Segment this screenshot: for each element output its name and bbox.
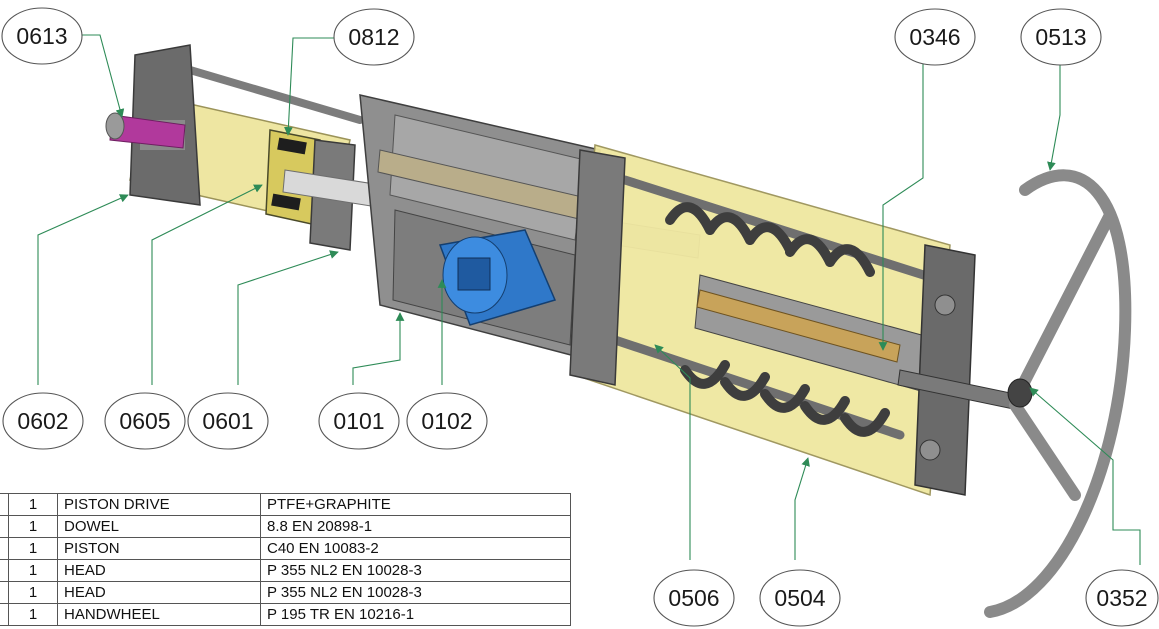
balloon-label: 0102 — [421, 408, 472, 434]
table-row: 0513 1 HANDWHEEL P 195 TR EN 10216-1 — [0, 603, 571, 626]
balloon-label: 0601 — [202, 408, 253, 434]
bom-description: DOWEL — [57, 515, 261, 538]
balloon-0506: 0506 — [653, 569, 735, 627]
balloon-0513: 0513 — [1020, 8, 1102, 66]
leader-lines — [37, 34, 1141, 565]
bom-material: C40 EN 10083-2 — [260, 537, 571, 560]
balloon-0613: 0613 — [1, 7, 83, 65]
bom-quantity: 1 — [8, 603, 58, 626]
balloon-0504: 0504 — [759, 569, 841, 627]
spring-coils — [665, 202, 890, 437]
bom-description: HEAD — [57, 581, 261, 604]
actuator-illustration — [105, 44, 1132, 618]
bom-quantity: 1 — [8, 537, 58, 560]
balloon-0601: 0601 — [187, 392, 269, 450]
bushing-0346 — [696, 289, 901, 363]
bom-material: P 195 TR EN 10216-1 — [260, 603, 571, 626]
bom-quantity: 1 — [8, 515, 58, 538]
handwheel-0513 — [984, 169, 1132, 618]
bom-quantity: 1 — [8, 493, 58, 516]
bom-description: PISTON — [57, 537, 261, 560]
table-row: 0602 1 HEAD P 355 NL2 EN 10028-3 — [0, 559, 571, 582]
bom-quantity: 1 — [8, 559, 58, 582]
balloon-0812: 0812 — [333, 8, 415, 66]
balloon-label: 0506 — [668, 585, 719, 611]
balloon-label: 0352 — [1096, 585, 1147, 611]
balloon-0352: 0352 — [1085, 569, 1159, 627]
bom-position: 0602 — [0, 559, 9, 582]
balloon-label: 0346 — [909, 24, 960, 50]
bom-description: HANDWHEEL — [57, 603, 261, 626]
bom-material: PTFE+GRAPHITE — [260, 493, 571, 516]
bom-position: 0513 — [0, 603, 9, 626]
bom-position: 0601 — [0, 581, 9, 604]
bom-position: 0812 — [0, 493, 9, 516]
end-flange — [914, 244, 976, 496]
bom-description: HEAD — [57, 559, 261, 582]
bom-position: 0613 — [0, 515, 9, 538]
bom-description: PISTON DRIVE — [57, 493, 261, 516]
balloon-0602: 0602 — [2, 392, 84, 450]
balloon-0605: 0605 — [104, 392, 186, 450]
bom-material: P 355 NL2 EN 10028-3 — [260, 581, 571, 604]
balloon-label: 0605 — [119, 408, 170, 434]
balloon-label: 0504 — [774, 585, 825, 611]
balloon-0346: 0346 — [894, 8, 976, 66]
balloon-label: 0513 — [1035, 24, 1086, 50]
table-row: 0812 1 PISTON DRIVE PTFE+GRAPHITE — [0, 493, 571, 516]
bill-of-materials-table: 0812 1 PISTON DRIVE PTFE+GRAPHITE 0613 1… — [0, 493, 571, 626]
balloon-0102: 0102 — [406, 392, 488, 450]
table-row: 0613 1 DOWEL 8.8 EN 20898-1 — [0, 515, 571, 538]
balloon-0101: 0101 — [318, 392, 400, 450]
table-row: 0605 1 PISTON C40 EN 10083-2 — [0, 537, 571, 560]
bom-position: 0605 — [0, 537, 9, 560]
bom-quantity: 1 — [8, 581, 58, 604]
balloon-label: 0812 — [348, 24, 399, 50]
balloon-label: 0101 — [333, 408, 384, 434]
bom-material: P 355 NL2 EN 10028-3 — [260, 559, 571, 582]
balloon-label: 0602 — [17, 408, 68, 434]
bom-material: 8.8 EN 20898-1 — [260, 515, 571, 538]
yoke-0102 — [438, 229, 557, 326]
balloon-label: 0613 — [16, 23, 67, 49]
table-row: 0601 1 HEAD P 355 NL2 EN 10028-3 — [0, 581, 571, 604]
